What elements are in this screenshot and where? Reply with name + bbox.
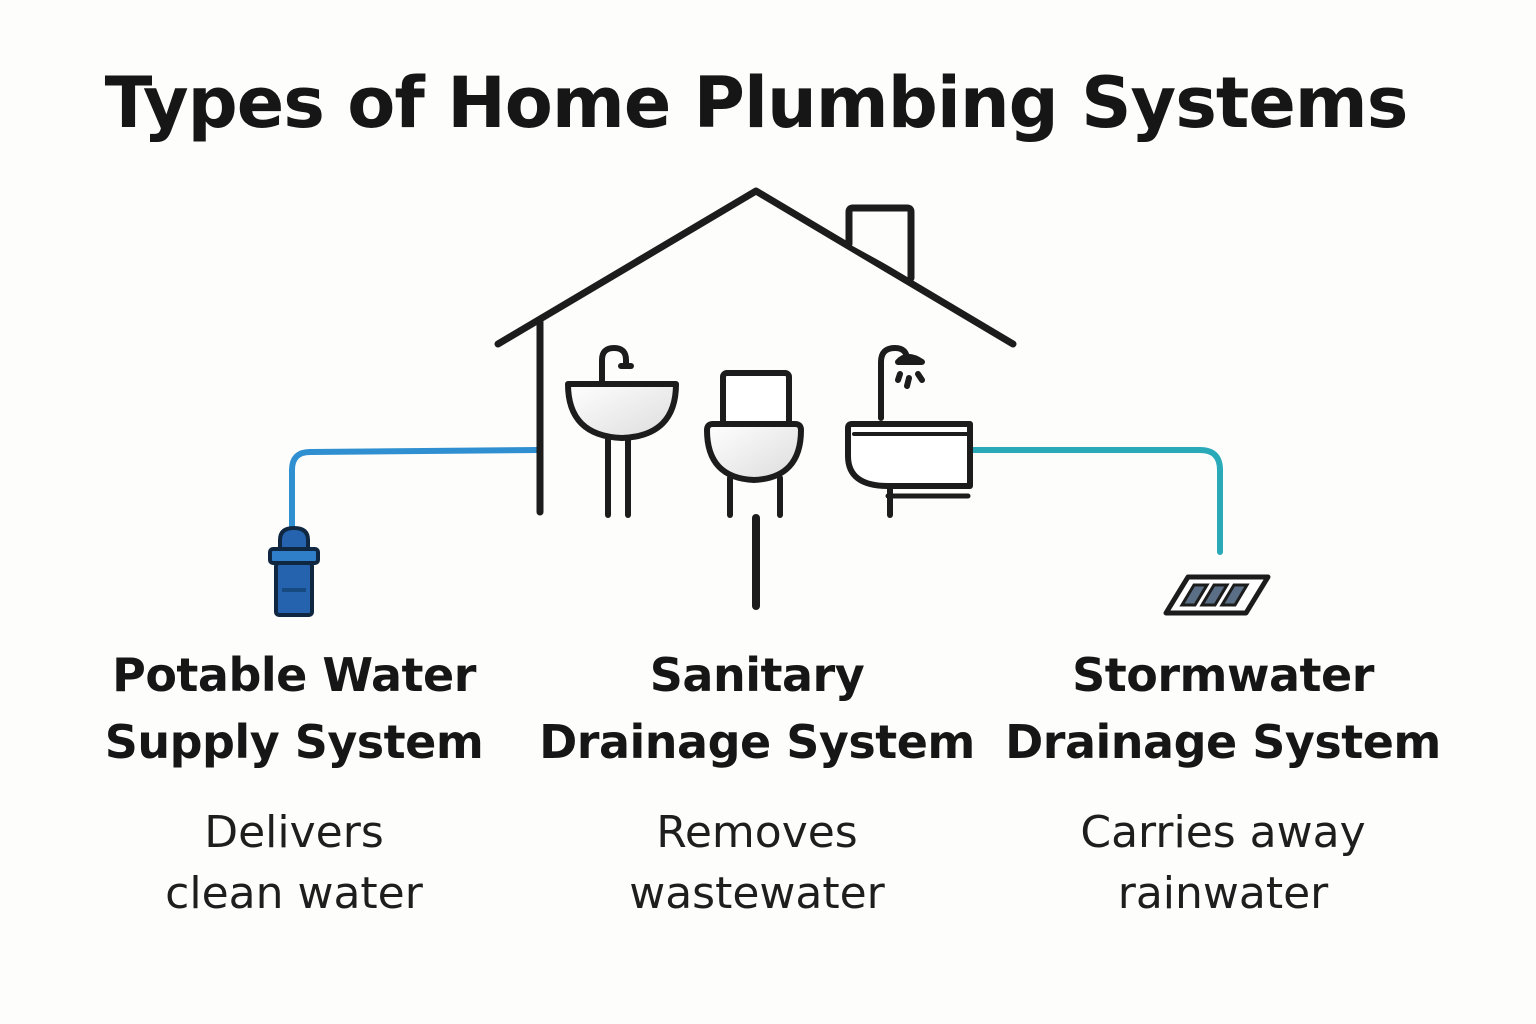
house-icon (494, 187, 1017, 516)
potable-title-line1: Potable Water (112, 648, 476, 702)
water-meter-icon (268, 526, 320, 617)
potable-water-section: Potable Water Supply System Delivers cle… (64, 642, 524, 924)
potable-desc-line1: Delivers (204, 807, 384, 858)
stormwater-desc-line1: Carries away (1080, 807, 1366, 858)
sanitary-title-line2: Drainage System (539, 715, 975, 769)
potable-water-pipe (289, 447, 541, 533)
sanitary-desc-line2: wastewater (629, 868, 885, 919)
sanitary-title-line1: Sanitary (649, 648, 865, 702)
toilet-icon (704, 370, 804, 518)
sanitary-drainage-title: Sanitary Drainage System (527, 642, 987, 776)
sink-icon (565, 345, 679, 518)
potable-title-line2: Supply System (104, 715, 484, 769)
stormwater-desc-line2: rainwater (1117, 868, 1329, 919)
sanitary-drainage-section: Sanitary Drainage System Removes wastewa… (527, 642, 987, 924)
bathtub-shower-icon (845, 345, 973, 518)
stormwater-drainage-title: Stormwater Drainage System (993, 642, 1453, 776)
chimney-icon (845, 204, 915, 282)
sanitary-desc-line1: Removes (656, 807, 858, 858)
potable-water-title: Potable Water Supply System (64, 642, 524, 776)
stormwater-drainage-description: Carries away rainwater (993, 802, 1453, 924)
sanitary-drainage-description: Removes wastewater (527, 802, 987, 924)
stormwater-title-line2: Drainage System (1005, 715, 1441, 769)
stormwater-pipe (967, 447, 1223, 555)
page-title: Types of Home Plumbing Systems (104, 62, 1409, 144)
potable-water-description: Delivers clean water (64, 802, 524, 924)
stormwater-title-line1: Stormwater (1072, 648, 1374, 702)
storm-drain-grate-icon (1163, 574, 1271, 616)
potable-desc-line2: clean water (165, 868, 423, 919)
stormwater-drainage-section: Stormwater Drainage System Carries away … (993, 642, 1453, 924)
